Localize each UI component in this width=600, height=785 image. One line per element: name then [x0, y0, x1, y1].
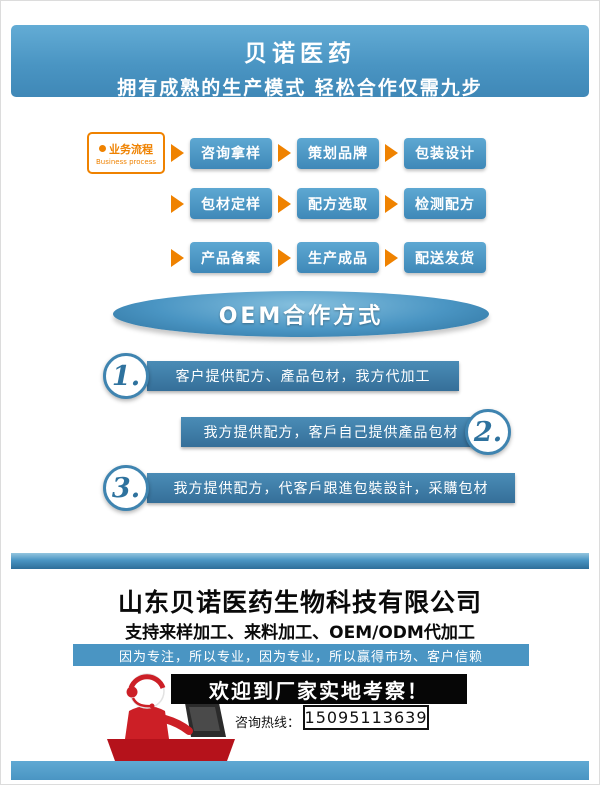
- welcome-banner: 欢迎到厂家实地考察！: [171, 674, 467, 704]
- flow-step: 策划品牌: [297, 137, 379, 169]
- flow-step: 生产成品: [297, 242, 379, 273]
- services-line: 支持来样加工、来料加工、OEM/ODM代加工: [125, 623, 475, 643]
- support-agent-illustration: [107, 673, 235, 761]
- flow-row-1: 业务流程 Business process 咨询拿样 策划品牌 包装设计: [87, 132, 486, 174]
- flow-step: 包装设计: [404, 137, 486, 169]
- arrow-right-icon: [171, 248, 184, 267]
- footer-band: [11, 761, 589, 780]
- agent-arm: [161, 715, 193, 735]
- flow-row-2: 包材定样 配方选取 检测配方: [171, 188, 486, 219]
- mode-bar-2: 我方提供配方，客戶自己提供產品包材: [181, 417, 481, 447]
- arrow-right-icon: [171, 194, 184, 213]
- header-subtitle: 拥有成熟的生产模式 轻松合作仅需九步: [117, 77, 483, 99]
- badge-label: 业务流程: [109, 142, 153, 156]
- arrow-right-icon: [278, 194, 291, 213]
- arrow-right-icon: [385, 144, 398, 162]
- headset-mic: [131, 697, 152, 708]
- arrow-right-icon: [171, 144, 184, 162]
- arrow-right-icon: [385, 248, 398, 267]
- mode-number-2: 2.: [465, 409, 511, 455]
- oem-banner: OEM合作方式: [113, 291, 489, 337]
- header-banner: 贝诺医药 拥有成熟的生产模式 轻松合作仅需九步: [11, 25, 589, 99]
- flow-step: 产品备案: [190, 242, 272, 273]
- mode-bar-1: 客户提供配方、產品包材，我方代加工: [147, 361, 459, 391]
- badge-sublabel: Business process: [96, 157, 156, 166]
- flow-step: 包材定样: [190, 188, 272, 219]
- mode-bar-3: 我方提供配方，代客戶跟進包裝設計，采購包材: [147, 473, 515, 503]
- arrow-right-icon: [278, 248, 291, 267]
- company-name: 山东贝诺医药生物科技有限公司: [117, 588, 482, 617]
- brand-title: 贝诺医药: [244, 41, 356, 67]
- desk-shape: [107, 739, 235, 761]
- arrow-right-icon: [385, 194, 398, 213]
- flow-step: 配方选取: [297, 188, 379, 219]
- section-divider: [11, 553, 589, 569]
- flow-row-3: 产品备案 生产成品 配送发货: [171, 242, 486, 273]
- flow-step: 咨询拿样: [190, 137, 272, 169]
- headset-icon: [128, 674, 166, 690]
- flow-step: 检测配方: [404, 188, 486, 219]
- slogan-bar: 因为专注，所以专业，因为专业，所以赢得市场、客户信赖: [73, 644, 529, 666]
- hotline-label: 咨询热线：: [235, 716, 301, 731]
- arrow-right-icon: [278, 144, 291, 162]
- agent-body: [125, 706, 169, 739]
- mode-number-1: 1.: [103, 353, 149, 399]
- business-process-badge: 业务流程 Business process: [87, 132, 165, 174]
- mode-number-3: 3.: [103, 465, 149, 511]
- process-dot-icon: [99, 145, 106, 152]
- flow-step: 配送发货: [404, 242, 486, 273]
- hotline-number: 15095113639: [303, 705, 429, 730]
